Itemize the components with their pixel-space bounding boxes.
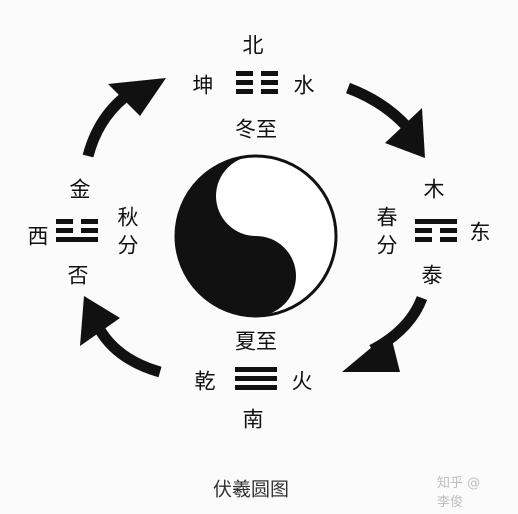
taiji-black-dot: [245, 265, 267, 287]
yin-line: [236, 80, 253, 85]
yin-line: [415, 237, 432, 242]
direction-south: 南: [242, 407, 264, 432]
yang-line: [415, 219, 457, 224]
yang-line: [235, 367, 277, 372]
yin-line: [81, 228, 98, 233]
yin-line: [236, 71, 253, 76]
yin-line: [56, 219, 73, 224]
yang-line: [235, 376, 277, 381]
gua-kun-label: 坤: [192, 73, 214, 98]
season-spring: 春: [376, 205, 398, 230]
direction-west: 西: [27, 224, 49, 249]
season-autumn: 秋: [117, 205, 139, 230]
direction-east: 东: [469, 220, 491, 245]
trigram-tai: [415, 219, 457, 242]
yin-line: [81, 219, 98, 224]
yin-line: [440, 237, 457, 242]
season-equinox-spring: 分: [376, 233, 398, 258]
trigram-kun: [236, 71, 278, 94]
gua-qian-label: 乾: [194, 369, 216, 394]
arrow-bottom-right: [342, 295, 428, 372]
trigram-pi: [56, 219, 98, 242]
element-fire: 火: [291, 369, 313, 394]
element-wood: 木: [423, 177, 445, 202]
element-metal: 金: [69, 177, 91, 202]
gua-pi-label: 否: [67, 263, 89, 288]
trigram-qian: [235, 367, 277, 390]
direction-north: 北: [242, 33, 264, 58]
yin-line: [56, 228, 73, 233]
yang-line: [235, 385, 277, 390]
season-equinox-autumn: 分: [117, 233, 139, 258]
arrow-top-right: [346, 82, 425, 158]
element-water: 水: [293, 73, 315, 98]
yin-line: [236, 89, 253, 94]
arrow-bottom-left: [80, 296, 162, 378]
yin-line: [261, 89, 278, 94]
diagram-title: 伏羲圆图: [212, 478, 290, 501]
watermark: 知乎 @李俊: [437, 476, 481, 510]
gua-tai-label: 泰: [421, 263, 443, 288]
season-winter-solstice: 冬至: [235, 117, 277, 142]
taiji-symbol: [174, 154, 338, 318]
yin-line: [440, 228, 457, 233]
yin-line: [261, 71, 278, 76]
yang-line: [56, 237, 98, 242]
yin-line: [261, 80, 278, 85]
taiji-white-dot: [245, 185, 267, 207]
arrow-top-left: [82, 78, 166, 158]
yin-line: [415, 228, 432, 233]
season-summer-solstice: 夏至: [235, 329, 277, 354]
